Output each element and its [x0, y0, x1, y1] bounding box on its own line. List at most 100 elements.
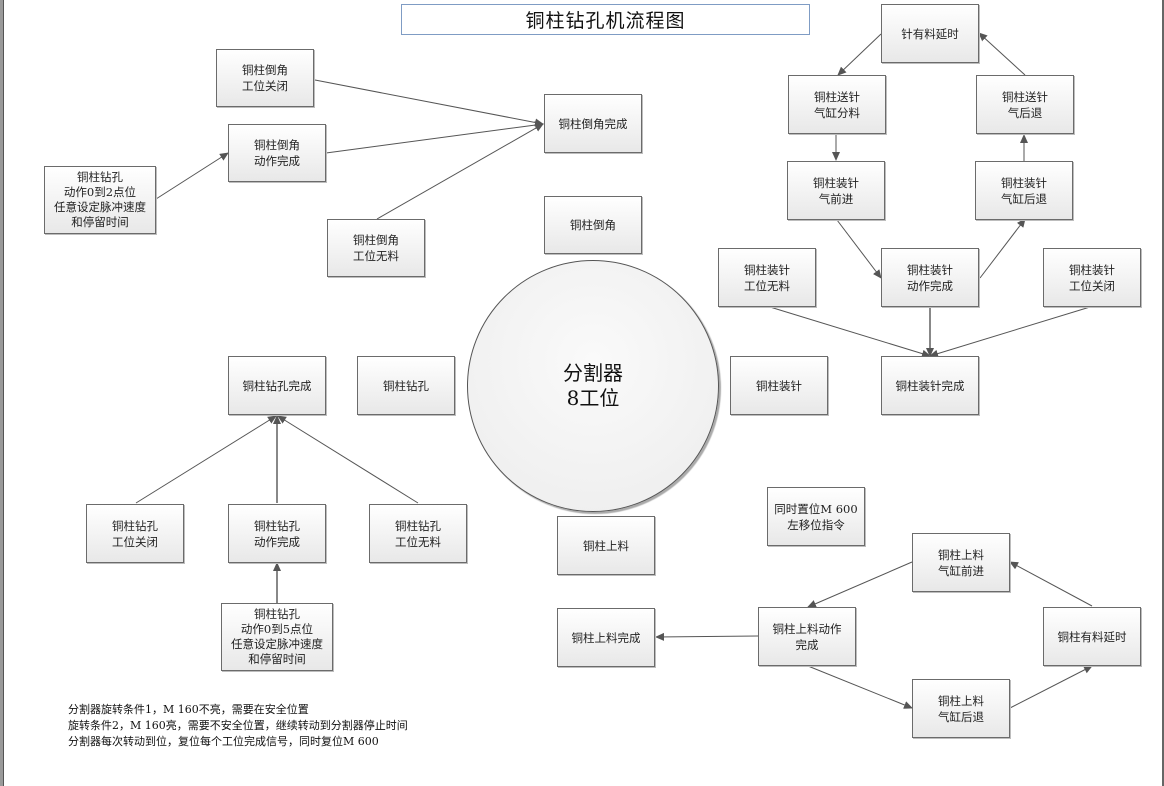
node-text: 工位无料 — [395, 534, 441, 549]
arrow-pin-nomaterial-to-done — [769, 306, 931, 358]
node-pin-insert-forward: 铜柱装针 气前进 — [787, 161, 885, 220]
node-chamfer-closed: 铜柱倒角 工位关闭 — [216, 49, 314, 107]
node-drill-done: 铜柱钻孔完成 — [228, 356, 326, 415]
node-text: 工位关闭 — [1069, 278, 1115, 293]
page-edge-right — [1162, 0, 1164, 786]
node-text: 铜柱送针 — [814, 89, 860, 104]
arrow-chamfer-closed-to-done — [314, 79, 544, 127]
node-text: 任意设定脉冲速度 — [54, 200, 146, 214]
node-text: 同时置位M 600 — [774, 501, 858, 516]
arrow-pin-forward-to-action — [836, 219, 882, 279]
node-load-station: 铜柱上料 — [557, 516, 655, 575]
node-text: 气后退 — [1007, 105, 1043, 120]
node-pin-delay: 针有料延时 — [881, 4, 979, 63]
node-load-m600: 同时置位M 600 左移位指令 — [767, 487, 865, 546]
node-text: 动作完成 — [254, 154, 300, 168]
arrow-pin-feedback-to-delay — [978, 32, 1026, 76]
node-text: 动作完成 — [254, 534, 300, 549]
node-chamfer-action-done: 铜柱倒角 动作完成 — [228, 124, 326, 182]
node-text: 气缸后退 — [1001, 191, 1047, 206]
arrow-chamfer-nomaterial-to-done — [376, 123, 544, 220]
note-line: 分割器旋转条件1，M 160不亮，需要在安全位置 — [68, 703, 309, 716]
node-pin-no-material: 铜柱装针 工位无料 — [718, 248, 816, 307]
node-text: 铜柱钻孔 — [383, 378, 429, 393]
node-text: 铜柱送针 — [1002, 89, 1048, 104]
page-edge-left — [0, 0, 4, 786]
node-text: 完成 — [795, 637, 819, 652]
node-chamfer-station: 铜柱倒角 — [544, 196, 642, 254]
node-text: 铜柱装针完成 — [895, 378, 965, 393]
node-load-done: 铜柱上料完成 — [557, 608, 655, 667]
arrow-drill-setting-to-chamfer-action — [155, 152, 229, 200]
node-text: 任意设定脉冲速度 — [231, 637, 323, 651]
node-text: 铜柱上料 — [938, 547, 984, 562]
node-text: 铜柱装针 — [907, 262, 953, 277]
node-text: 动作0到2点位 — [63, 185, 137, 199]
node-text: 气缸后退 — [938, 709, 984, 724]
node-pin-action-done: 铜柱装针 动作完成 — [881, 248, 979, 307]
node-load-cyl-forward: 铜柱上料 气缸前进 — [912, 533, 1010, 592]
node-text: 动作完成 — [907, 278, 953, 293]
node-text: 铜柱上料 — [938, 693, 984, 708]
node-drill-setting-0-2: 铜柱钻孔 动作0到2点位 任意设定脉冲速度 和停留时间 — [44, 166, 156, 234]
arrow-drill-nomaterial-to-done — [277, 415, 419, 504]
node-text: 气缸分料 — [814, 105, 860, 120]
node-text: 铜柱钻孔完成 — [242, 378, 312, 393]
note-line: 分割器每次转动到位，复位每个工位完成信号，同时复位M 600 — [68, 735, 379, 748]
arrow-pin-closed-to-done — [929, 306, 1091, 358]
arrow-chamfer-action-to-done — [325, 121, 544, 154]
node-text: 铜柱倒角 — [570, 218, 616, 232]
indexer-label: 分割器 — [563, 361, 623, 385]
page-title: 铜柱钻孔机流程图 — [401, 4, 810, 35]
node-text: 铜柱装针 — [1001, 175, 1047, 190]
node-text: 和停留时间 — [71, 215, 129, 229]
arrow-load-forward-to-action — [807, 561, 913, 608]
arrow-load-back-to-delay — [1009, 665, 1093, 709]
node-pin-station: 铜柱装针 — [730, 356, 828, 415]
node-text: 铜柱倒角 — [353, 233, 399, 247]
node-chamfer-done: 铜柱倒角完成 — [544, 94, 642, 153]
node-text: 铜柱上料完成 — [571, 630, 641, 645]
arrow-pin-delay-to-feed — [837, 33, 882, 76]
rotation-notes: 分割器旋转条件1，M 160不亮，需要在安全位置 旋转条件2，M 160亮，需要… — [68, 702, 408, 750]
indexer-stations: 8工位 — [566, 386, 620, 410]
arrow-drill-closed-to-done — [135, 415, 277, 504]
node-text: 铜柱倒角 — [254, 138, 300, 152]
node-text: 针有料延时 — [901, 26, 959, 41]
node-text: 铜柱上料 — [583, 538, 629, 553]
node-pin-closed: 铜柱装针 工位关闭 — [1043, 248, 1141, 307]
node-drill-action-done: 铜柱钻孔 动作完成 — [228, 504, 326, 563]
node-text: 工位关闭 — [242, 79, 288, 93]
node-text: 铜柱钻孔 — [395, 518, 441, 533]
node-text: 动作0到5点位 — [240, 622, 314, 636]
node-text: 铜柱倒角 — [242, 63, 288, 77]
node-text: 气缸前进 — [938, 563, 984, 578]
note-line: 旋转条件2，M 160亮，需要不安全位置，继续转动到分割器停止时间 — [68, 719, 408, 732]
node-chamfer-no-material: 铜柱倒角 工位无料 — [327, 219, 425, 277]
node-text: 气前进 — [818, 191, 854, 206]
node-text: 铜柱钻孔 — [77, 170, 123, 184]
node-text: 工位无料 — [744, 278, 790, 293]
node-drill-setting-0-5: 铜柱钻孔 动作0到5点位 任意设定脉冲速度 和停留时间 — [221, 603, 333, 671]
node-text: 铜柱装针 — [813, 175, 859, 190]
arrow-load-delay-to-forward — [1009, 561, 1093, 607]
node-text: 左移位指令 — [787, 517, 845, 532]
node-pin-feed-back: 铜柱送针 气后退 — [976, 75, 1074, 134]
arrow-load-action-to-done — [655, 632, 759, 641]
node-load-delay: 铜柱有料延时 — [1043, 607, 1141, 666]
arrow-load-action-to-back — [807, 665, 913, 709]
node-text: 铜柱有料延时 — [1057, 629, 1127, 644]
node-pin-done: 铜柱装针完成 — [881, 356, 979, 415]
node-text: 工位关闭 — [112, 534, 158, 549]
node-text: 铜柱装针 — [756, 378, 802, 393]
node-load-cyl-back: 铜柱上料 气缸后退 — [912, 679, 1010, 738]
node-text: 铜柱钻孔 — [254, 518, 300, 533]
node-drill-station: 铜柱钻孔 — [357, 356, 455, 415]
node-drill-closed: 铜柱钻孔 工位关闭 — [86, 504, 184, 563]
node-text: 铜柱装针 — [744, 262, 790, 277]
node-text: 铜柱倒角完成 — [558, 116, 628, 131]
node-text: 铜柱上料动作 — [772, 621, 842, 636]
node-text: 工位无料 — [353, 249, 399, 263]
node-pin-insert-back: 铜柱装针 气缸后退 — [975, 161, 1073, 220]
node-pin-feed-split: 铜柱送针 气缸分料 — [788, 75, 886, 134]
